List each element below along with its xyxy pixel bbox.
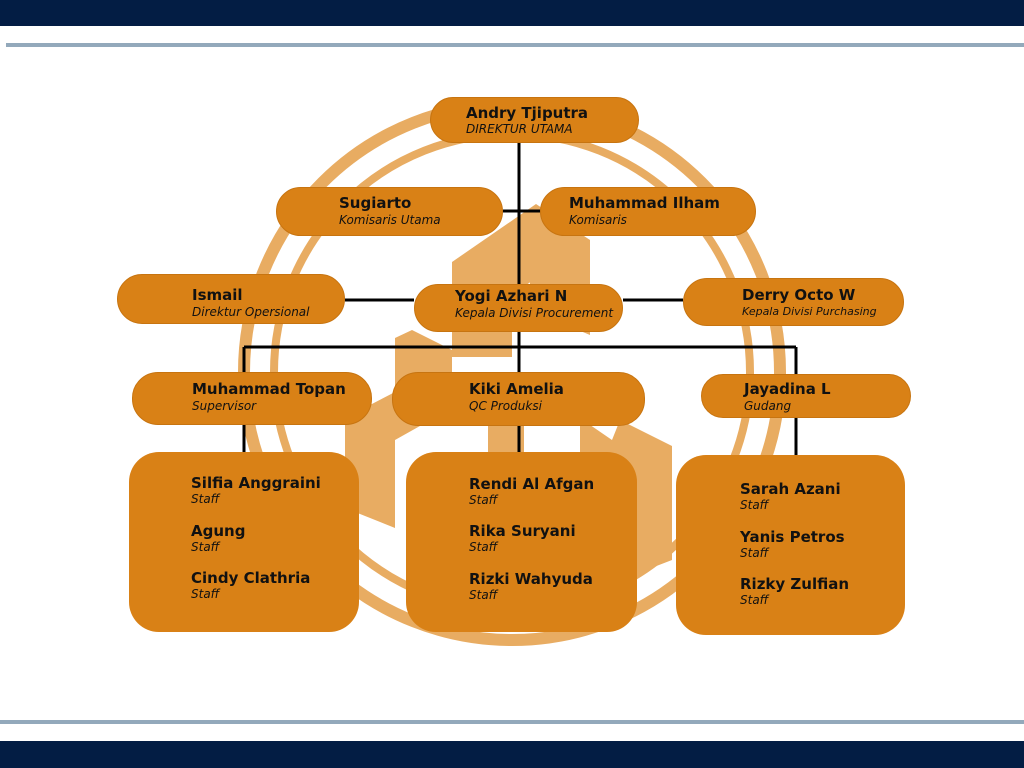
node-role: QC Produksi [469, 399, 542, 413]
bottom-rule [0, 720, 1024, 724]
node-role: Kepala Divisi Purchasing [742, 305, 877, 318]
node-role: Supervisor [192, 399, 257, 413]
staff-name: Rika Suryani [469, 522, 576, 540]
staff-role: Staff [469, 540, 498, 554]
node-role: DIREKTUR UTAMA [466, 122, 573, 136]
staff-role: Staff [191, 587, 220, 601]
staff-role: Staff [191, 540, 220, 554]
node-role: Gudang [744, 399, 792, 413]
staff-name: Agung [191, 522, 246, 540]
staff-member: Rizki Wahyuda Staff [469, 570, 593, 602]
node-komisaris: Muhammad Ilham Komisaris [540, 187, 756, 236]
staff-member: Cindy Clathria Staff [191, 569, 310, 601]
staff-name: Yanis Petros [740, 528, 845, 546]
node-kepala-purchasing: Derry Octo W Kepala Divisi Purchasing [683, 278, 904, 326]
staff-name: Rizky Zulfian [740, 575, 850, 593]
staff-member: Rizky Zulfian Staff [740, 575, 849, 607]
node-name: Jayadina L [744, 380, 831, 398]
staff-role: Staff [740, 546, 769, 560]
top-rule [6, 43, 1024, 47]
staff-member: Silfia Anggraini Staff [191, 474, 321, 506]
staff-role: Staff [469, 493, 498, 507]
staff-role: Staff [740, 498, 769, 512]
staff-name: Silfia Anggraini [191, 474, 321, 492]
node-name: Kiki Amelia [469, 380, 564, 398]
staff-name: Rendi Al Afgan [469, 475, 595, 493]
staff-role: Staff [191, 492, 220, 506]
node-gudang: Jayadina L Gudang [701, 374, 911, 418]
staff-group-left: Silfia Anggraini Staff Agung Staff Cindy… [129, 452, 359, 632]
node-kepala-procurement: Yogi Azhari N Kepala Divisi Procurement [414, 284, 623, 332]
bottom-banner [0, 741, 1024, 768]
staff-group-middle: Rendi Al Afgan Staff Rika Suryani Staff … [406, 452, 637, 632]
node-name: Muhammad Topan [192, 380, 346, 398]
staff-member: Rika Suryani Staff [469, 522, 576, 554]
node-komisaris-utama: Sugiarto Komisaris Utama [276, 187, 503, 236]
staff-role: Staff [740, 593, 769, 607]
staff-name: Cindy Clathria [191, 569, 311, 587]
staff-member: Sarah Azani Staff [740, 480, 841, 512]
staff-group-right: Sarah Azani Staff Yanis Petros Staff Riz… [676, 455, 905, 635]
node-name: Andry Tjiputra [466, 104, 589, 122]
node-direktur-operasional: Ismail Direktur Opersional [117, 274, 345, 324]
node-role: Komisaris Utama [339, 213, 441, 227]
node-direktur-utama: Andry Tjiputra DIREKTUR UTAMA [430, 97, 639, 143]
node-role: Kepala Divisi Procurement [455, 306, 614, 320]
node-role: Direktur Opersional [192, 305, 310, 319]
node-qc-produksi: Kiki Amelia QC Produksi [392, 372, 645, 426]
staff-name: Sarah Azani [740, 480, 841, 498]
staff-member: Rendi Al Afgan Staff [469, 475, 594, 507]
staff-name: Rizki Wahyuda [469, 570, 593, 588]
node-name: Sugiarto [339, 194, 412, 212]
staff-member: Yanis Petros Staff [740, 528, 845, 560]
staff-member: Agung Staff [191, 522, 245, 554]
node-name: Ismail [192, 286, 243, 304]
top-banner [0, 0, 1024, 26]
connector-lines [242, 143, 798, 455]
node-name: Muhammad Ilham [569, 194, 720, 212]
node-role: Komisaris [569, 213, 627, 227]
node-name: Derry Octo W [742, 286, 856, 304]
staff-role: Staff [469, 588, 498, 602]
node-supervisor: Muhammad Topan Supervisor [132, 372, 372, 425]
node-name: Yogi Azhari N [455, 287, 568, 305]
